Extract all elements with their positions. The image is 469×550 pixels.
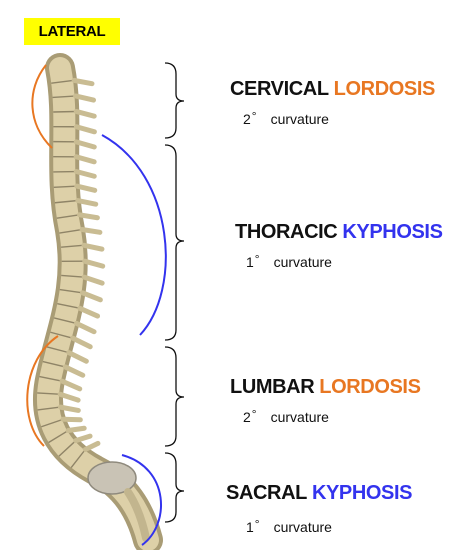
spine-illustration bbox=[33, 53, 163, 550]
vertebra-segments bbox=[37, 79, 86, 469]
spinous-process bbox=[62, 364, 86, 378]
spinous-process bbox=[71, 77, 95, 87]
spinous-process bbox=[82, 258, 106, 269]
degree-symbol: ° bbox=[254, 252, 260, 266]
thoracic-bracket bbox=[164, 144, 185, 341]
sacral-kyphosis-arc bbox=[121, 454, 162, 546]
curve-type: KYPHOSIS bbox=[342, 221, 443, 243]
spinous-process bbox=[74, 183, 98, 193]
curve-type: KYPHOSIS bbox=[311, 482, 413, 504]
order-number: 2 bbox=[243, 409, 251, 425]
order-number: 1 bbox=[246, 254, 254, 270]
vertebra-line bbox=[50, 331, 72, 339]
spinous-process bbox=[80, 290, 103, 303]
spinous-process bbox=[73, 108, 97, 119]
vertebra-line bbox=[37, 406, 60, 411]
cervical-curvature-order: 2° curvature bbox=[243, 109, 435, 127]
vertebra-line bbox=[56, 214, 79, 219]
vertebra-line bbox=[59, 288, 82, 294]
lumbar-lordosis-arc bbox=[26, 335, 59, 447]
spinous-process bbox=[73, 320, 97, 335]
spinous-processes bbox=[57, 77, 106, 452]
spinous-process bbox=[75, 198, 99, 207]
curve-type: LORDOSIS bbox=[333, 78, 436, 100]
region-name: SACRAL bbox=[226, 482, 307, 504]
vertebra-line bbox=[37, 392, 60, 395]
vertebra-line bbox=[59, 228, 82, 234]
spinous-process bbox=[77, 212, 100, 221]
degree-symbol: ° bbox=[251, 407, 257, 421]
vertebra-line bbox=[46, 346, 69, 354]
curve-type: LORDOSIS bbox=[319, 376, 421, 398]
region-name: LUMBAR bbox=[230, 376, 315, 398]
cervical-bracket bbox=[164, 62, 185, 139]
order-number: 1 bbox=[246, 519, 254, 535]
spinous-process bbox=[81, 242, 105, 252]
vertebra-line bbox=[53, 317, 76, 324]
cervical-lordosis-arc bbox=[31, 64, 53, 149]
spinous-process bbox=[70, 335, 93, 350]
vertebra-line bbox=[61, 244, 84, 248]
vertebra-line bbox=[39, 375, 62, 382]
spinous-process bbox=[73, 154, 97, 165]
thoracic-curvature-order: 1° curvature bbox=[246, 252, 443, 270]
lumbar-bracket bbox=[164, 346, 185, 447]
vertebra-line bbox=[41, 418, 63, 428]
spinous-process bbox=[73, 169, 97, 179]
curvature-arcs bbox=[26, 64, 167, 546]
degree-symbol: ° bbox=[251, 109, 257, 123]
spinous-process bbox=[57, 391, 81, 403]
vertebra-line bbox=[61, 274, 84, 278]
lateral-view-badge: LATERAL bbox=[24, 18, 120, 45]
region-name: THORACIC bbox=[235, 221, 338, 243]
curvature-word: curvature bbox=[270, 111, 329, 127]
degree-symbol: ° bbox=[254, 517, 260, 531]
curvature-word: curvature bbox=[273, 254, 332, 270]
vertebra-line bbox=[53, 110, 76, 113]
vertebra-line bbox=[51, 79, 74, 84]
vertebra-line bbox=[48, 430, 68, 444]
vertebra-line bbox=[52, 95, 75, 99]
vertebra-line bbox=[57, 303, 80, 309]
spinous-process bbox=[73, 433, 93, 444]
spinous-process bbox=[66, 350, 89, 364]
curvature-word: curvature bbox=[273, 519, 332, 535]
vertebra-line bbox=[53, 185, 76, 189]
vertebra-line bbox=[70, 449, 86, 469]
sacrum bbox=[87, 461, 137, 495]
spinous-process bbox=[82, 440, 101, 452]
spinous-process bbox=[77, 305, 101, 319]
lumbar-curvature-order: 2° curvature bbox=[243, 407, 421, 425]
curvature-word: curvature bbox=[270, 409, 329, 425]
region-brackets bbox=[164, 62, 185, 523]
spinous-process bbox=[59, 378, 83, 392]
sacral-curvature-order: 1° curvature bbox=[246, 517, 412, 535]
spinous-process bbox=[65, 425, 87, 434]
spinous-process bbox=[73, 139, 97, 150]
region-name: CERVICAL bbox=[230, 78, 329, 100]
vertebra-line bbox=[42, 360, 65, 368]
spinous-process bbox=[79, 226, 103, 235]
vertebra-line bbox=[54, 199, 77, 204]
spinous-process bbox=[81, 274, 105, 286]
sacral-bracket bbox=[164, 452, 185, 523]
spinous-process bbox=[73, 93, 97, 103]
coccyx bbox=[124, 488, 150, 542]
spinous-process bbox=[57, 404, 81, 413]
thoracic-kyphosis-arc bbox=[101, 134, 167, 336]
spinous-process bbox=[73, 124, 97, 135]
vertebra-line bbox=[58, 440, 76, 457]
order-number: 2 bbox=[243, 111, 251, 127]
